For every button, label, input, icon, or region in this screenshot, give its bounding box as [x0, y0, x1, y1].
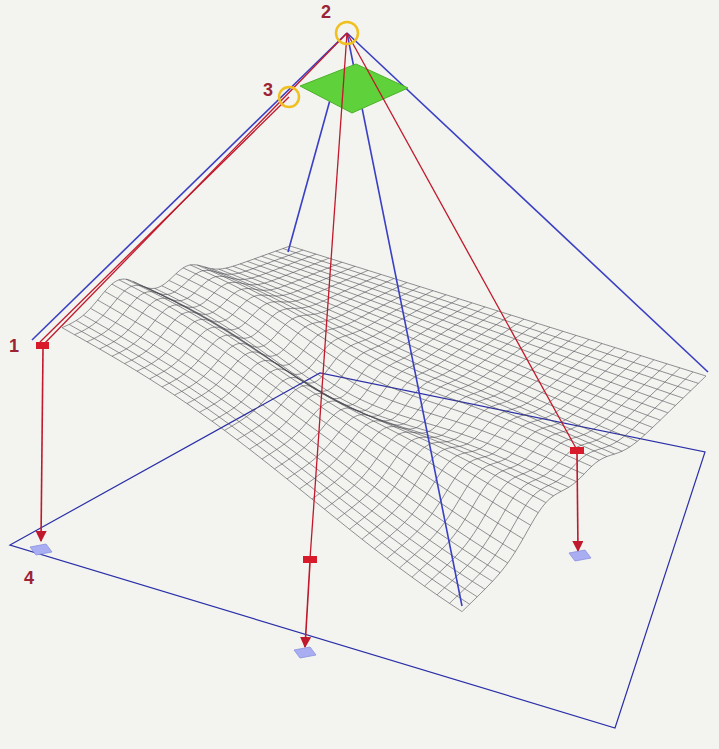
mesh-line	[91, 308, 493, 581]
mesh-line	[325, 331, 564, 509]
highlight-circles	[279, 22, 358, 107]
mesh-line	[75, 250, 304, 335]
view-pyramid	[32, 33, 708, 606]
mesh-line	[225, 299, 460, 431]
mesh-line	[437, 368, 680, 595]
surface-mesh	[62, 246, 706, 612]
base-points	[30, 544, 591, 658]
mesh-line	[283, 249, 699, 384]
mesh-line	[276, 251, 691, 391]
mesh-line	[226, 268, 638, 441]
mesh-line	[254, 259, 668, 413]
mesh-line	[450, 372, 694, 603]
projection-rays	[40, 33, 577, 559]
mesh-line	[375, 348, 616, 549]
mesh-line	[190, 265, 599, 460]
mesh-line	[183, 268, 592, 466]
surface-points	[36, 342, 584, 563]
mesh-line	[126, 279, 531, 525]
mesh-line	[250, 307, 486, 449]
mesh-line	[233, 266, 645, 434]
mesh-line	[212, 295, 446, 421]
mesh-line	[125, 266, 356, 363]
mesh-line	[150, 274, 382, 378]
mesh-line	[425, 364, 668, 586]
mesh-line	[362, 344, 602, 540]
mesh-line	[312, 327, 550, 499]
mesh-line	[105, 291, 508, 563]
mesh-line	[269, 254, 684, 398]
mesh-line	[275, 315, 512, 469]
mesh-line	[175, 283, 408, 396]
mesh-line	[162, 286, 569, 487]
mesh-line	[262, 256, 676, 405]
mesh-line	[240, 264, 653, 428]
mesh-line	[400, 356, 642, 568]
mesh-line	[237, 303, 472, 440]
mesh-line	[262, 311, 498, 459]
callout-number: 1	[9, 336, 19, 356]
mesh-line	[83, 315, 485, 589]
drop-arrows	[41, 348, 578, 647]
mesh-line	[98, 300, 501, 573]
mesh-line	[300, 323, 538, 489]
mesh-line	[462, 376, 706, 612]
mesh-line	[247, 261, 660, 420]
image-plane	[300, 64, 408, 113]
mesh-line	[337, 335, 576, 519]
callout-number: 3	[263, 80, 273, 100]
mesh-line	[350, 339, 590, 529]
mesh-line	[212, 269, 623, 452]
mesh-line	[62, 328, 462, 612]
mesh-line	[387, 352, 628, 559]
callout-number: 2	[321, 2, 331, 22]
callout-number: 4	[24, 568, 34, 588]
mesh-line	[140, 285, 546, 502]
mesh-line	[133, 282, 538, 513]
